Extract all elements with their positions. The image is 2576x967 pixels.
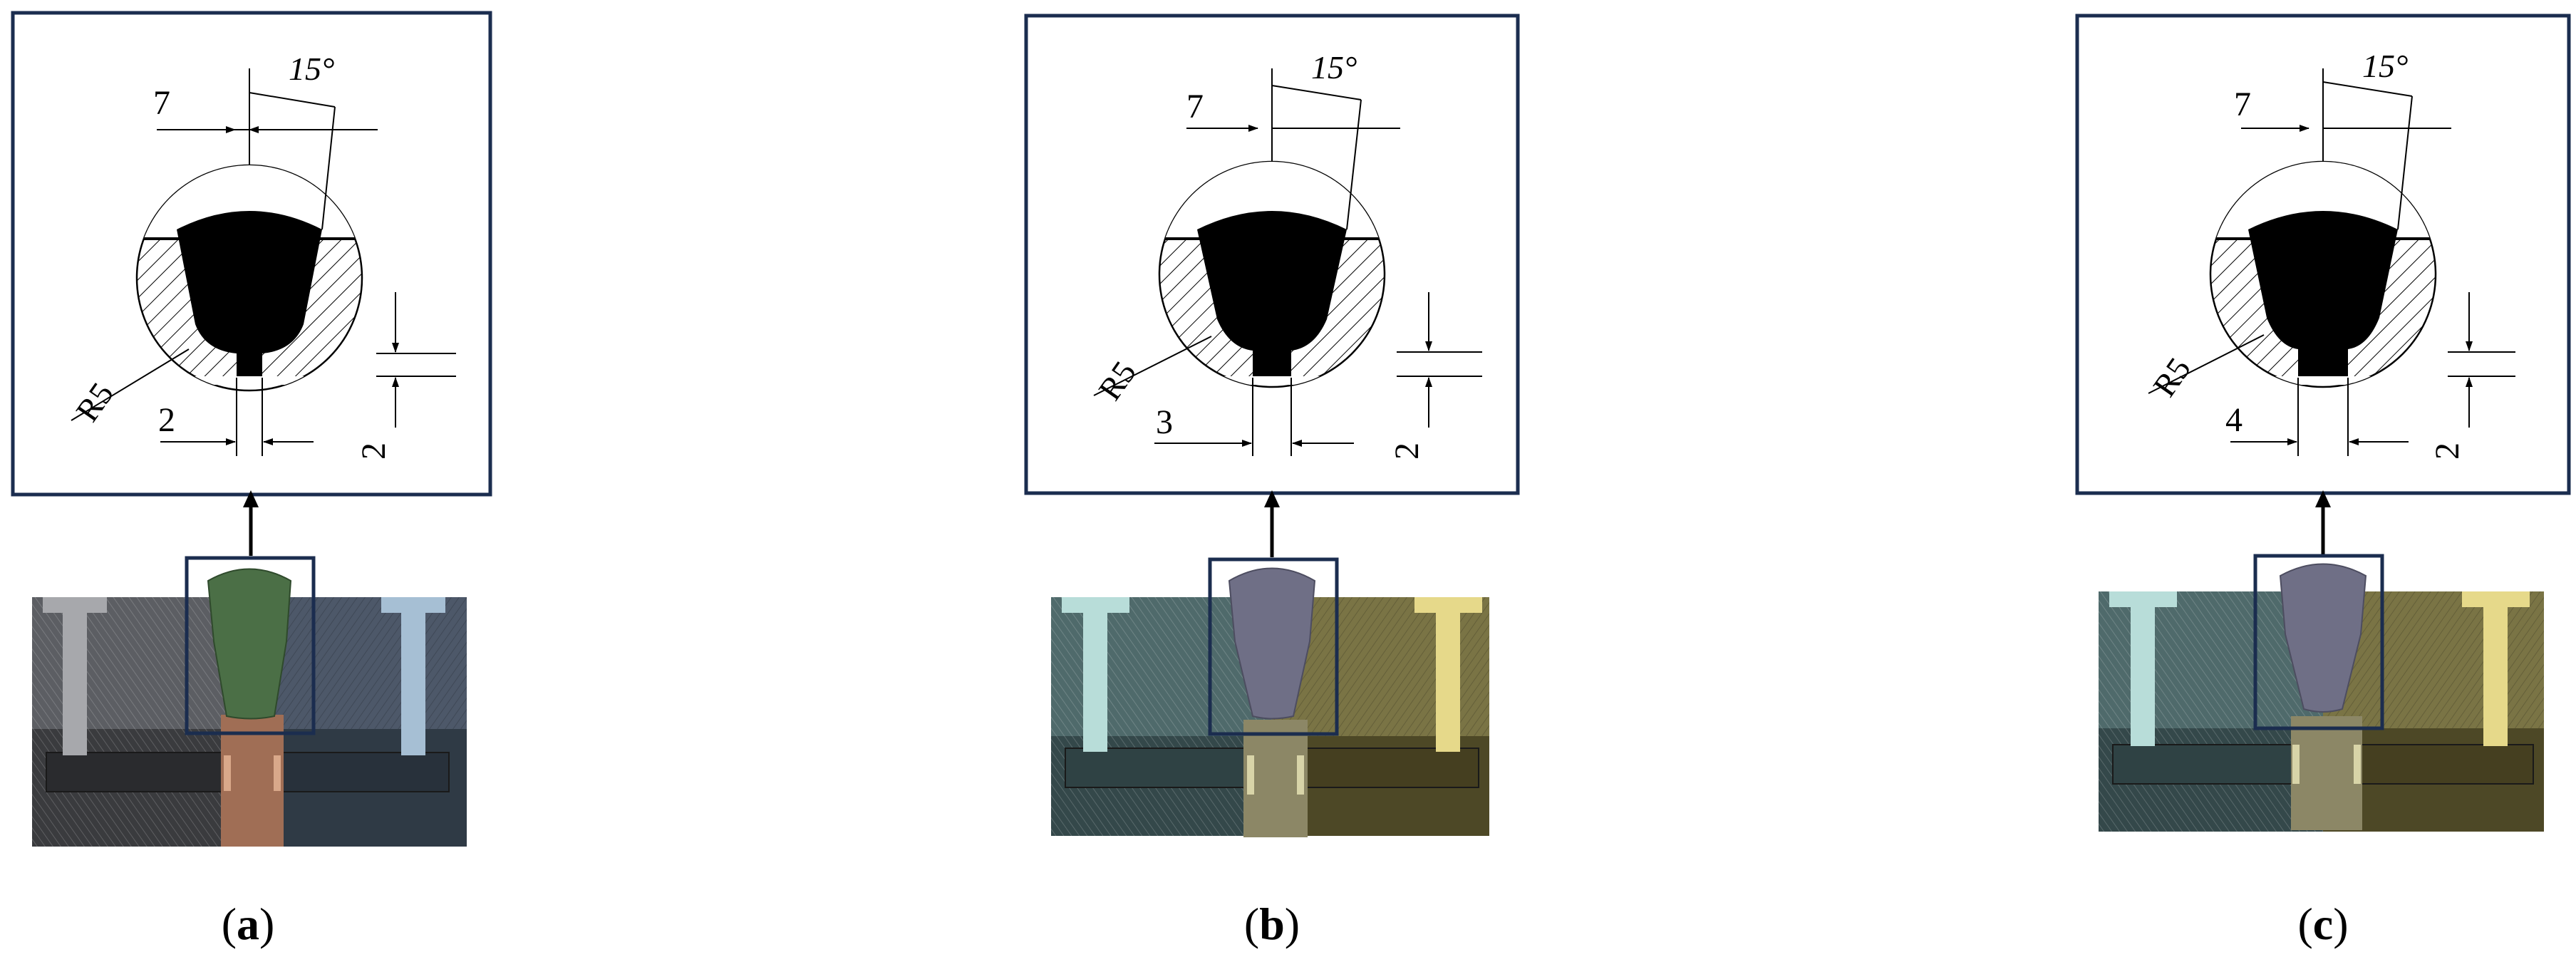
right-bolt-head [2462,591,2530,607]
groove-profile [2248,211,2398,376]
weld-bead [1228,567,1316,720]
dim-angle: 15° [289,51,334,87]
dim-angle: 15° [1311,49,1357,86]
right-bolt-head [1414,597,1482,613]
caption: (a) [222,899,275,949]
right-bolt-head [381,597,445,613]
dim-neck-width: 4 [2225,401,2243,439]
weld-cross-section [2209,160,2437,388]
dim-neck-depth: 2 [1388,443,1426,460]
weld-cross-section [1158,160,1386,388]
dim-neck-depth: 2 [355,443,393,460]
dim-top-width: 7 [153,84,170,122]
assembly-model [1051,557,1489,837]
pin [221,715,284,847]
left-bolt-shank [1083,613,1107,752]
assembly-model [32,556,467,847]
right-bolt-shank [401,613,425,755]
left-bolt-shank [63,613,87,755]
groove-profile [1197,211,1347,376]
left-bolt-head [43,597,107,613]
caption: (c) [2297,899,2348,949]
right-bolt-shank [2483,607,2508,746]
dim-neck-width: 2 [158,401,175,439]
weld-bead [207,568,292,720]
panel-c: 7 15° R5 4 2 (c) [2075,14,2571,949]
dim-angle: 15° [2362,48,2408,84]
highlight-box [1208,557,1339,736]
dim-top-width: 7 [1186,88,1204,125]
groove-profile [177,211,322,376]
dimension-lines [1093,68,1482,456]
dim-neck-width: 3 [1156,403,1173,441]
panel-a: 7 15° R5 2 2 [11,11,492,949]
left-bolt-shank [2131,607,2155,746]
left-bolt-head [1062,597,1129,613]
dim-top-width: 7 [2234,86,2251,123]
highlight-box [2253,554,2384,730]
left-bolt-head [2109,591,2177,607]
dim-neck-depth: 2 [2428,443,2466,460]
pin [2291,716,2362,830]
highlight-box [185,556,316,735]
dimension-lines [2148,68,2515,456]
panel-b: 7 15° R5 3 2 (b) [1024,14,1520,949]
assembly-model [2099,554,2544,832]
dimension-lines [71,68,456,456]
right-bolt-shank [1436,613,1460,752]
caption: (b) [1244,899,1300,949]
weld-bead [2279,563,2367,713]
